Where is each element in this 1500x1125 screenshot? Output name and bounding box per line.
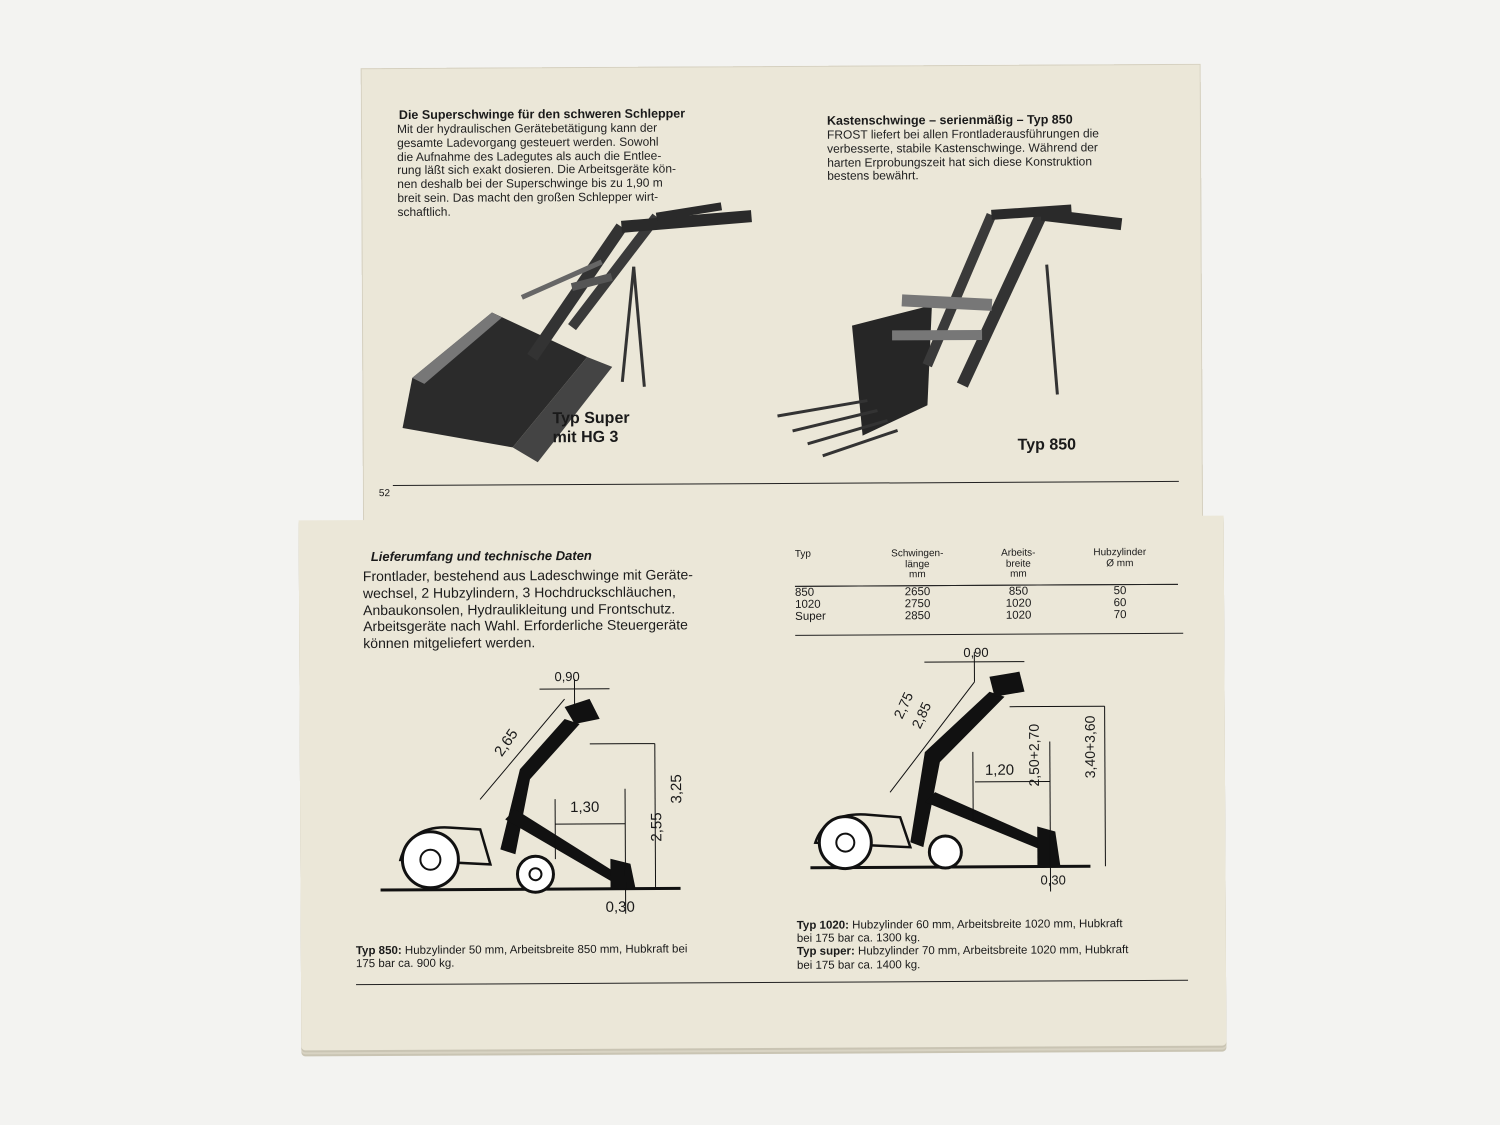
col-cylinder: Hubzylinder Ø mm: [1093, 546, 1147, 569]
page-number: 52: [378, 488, 391, 500]
dim-090-left: 0,90: [554, 668, 580, 685]
loader-super-illustration: [402, 202, 752, 463]
page-52: Die Superschwinge für den schweren Schle…: [360, 63, 1204, 579]
specs-heading: Lieferumfang und technische Daten: [370, 547, 592, 565]
dim-255: 2,55: [648, 812, 666, 842]
specs-table: Typ Schwingen- länge mm Arbeits- breite …: [794, 546, 1178, 627]
dimension-diagram-1020: [810, 651, 1106, 892]
specs-body: Frontlader, bestehend aus Ladeschwinge m…: [362, 566, 693, 652]
caption-typ-850-specs: Typ 850: Hubzylinder 50 mm, Arbeitsbreit…: [355, 943, 688, 971]
dim-340-360: 3,40+3,60: [1081, 715, 1098, 779]
caption-typ-850: Typ 850: [1017, 436, 1077, 454]
col-length: Schwingen- länge mm: [891, 548, 944, 581]
dim-030-left: 0,30: [605, 898, 635, 916]
dim-090-right: 0,90: [963, 644, 989, 660]
table-row: Super 2850 1020 70: [795, 608, 1127, 623]
dim-325: 3,25: [668, 774, 686, 804]
page-rule: [392, 480, 1179, 487]
col-typ: Typ: [794, 548, 811, 560]
left-body: Mit der hydraulischen Gerätebetätigung k…: [396, 120, 677, 219]
caption-typ-super: Typ Super mit HG 3: [552, 409, 630, 447]
col-width: Arbeits- breite mm: [1001, 547, 1036, 580]
loader-850-illustration: [777, 204, 1123, 458]
dim-030-right: 0,30: [1040, 872, 1066, 888]
dim-120: 1,20: [984, 761, 1015, 779]
bottom-rule: [356, 979, 1189, 986]
page-53: Lieferumfang und technische Daten Frontl…: [298, 515, 1227, 1051]
caption-typ-1020-specs: Typ 1020: Hubzylinder 60 mm, Arbeitsbrei…: [796, 918, 1129, 972]
dim-130: 1,30: [570, 798, 600, 817]
right-body: FROST liefert bei allen Frontladerausfüh…: [826, 126, 1099, 184]
dim-250-270: 2,50+2,70: [1025, 723, 1043, 787]
table-bottom-rule: [795, 632, 1184, 636]
dimension-diagram-850: [380, 678, 681, 914]
booklet: Die Superschwinge für den schweren Schle…: [298, 58, 1227, 1053]
